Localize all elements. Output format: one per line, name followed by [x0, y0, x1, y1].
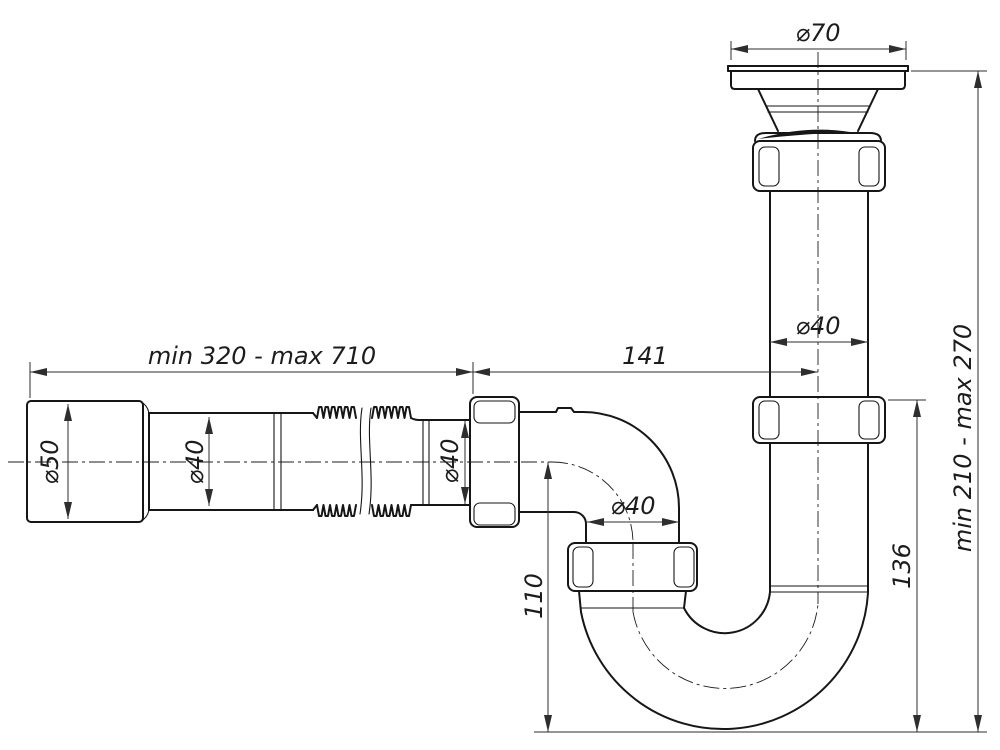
elbow — [518, 407, 680, 544]
dim-label-hose-outlet-diameter: ⌀40 — [436, 439, 464, 484]
dim-vertical-range — [911, 70, 987, 732]
u-bend-right-leg — [769, 442, 869, 593]
siphon-outline — [26, 65, 909, 731]
standpipe-slip-nut — [752, 396, 886, 444]
elbow-slip-nut — [469, 396, 520, 528]
dim-label-inlet-cuff-diameter: ⌀50 — [36, 440, 64, 485]
flange-gasket — [758, 129, 850, 139]
dimension-labels: ⌀70 min 320 - max 710 141 ⌀40 ⌀40 ⌀50 ⌀4… — [36, 19, 977, 619]
dim-label-trap-depth: 110 — [520, 573, 548, 619]
dimension-lines — [29, 41, 987, 733]
hose-break-lines — [359, 407, 372, 515]
dim-right-leg-height — [888, 399, 926, 732]
inlet-cuff — [26, 400, 150, 523]
hose-tube — [148, 412, 318, 511]
dim-label-elbow-diameter: ⌀40 — [611, 492, 656, 520]
dimension-arrowheads — [30, 45, 982, 732]
dim-flange-diameter — [730, 41, 907, 60]
dim-horizontal-range — [29, 362, 474, 398]
dim-label-hose-diameter: ⌀40 — [181, 440, 209, 485]
standpipe — [769, 190, 869, 398]
u-bend-inlet-nut — [567, 542, 698, 592]
u-bend — [578, 590, 869, 731]
dim-label-vertical-range: min 210 - max 270 — [949, 324, 977, 552]
dim-label-right-leg-height: 136 — [888, 543, 916, 589]
top-slip-nut — [752, 140, 886, 192]
dim-label-horizontal-range: min 320 - max 710 — [148, 342, 376, 370]
dim-label-horizontal-offset: 141 — [622, 342, 668, 370]
centerlines — [8, 52, 819, 689]
hose-corrugation — [316, 406, 412, 517]
drain-flange — [727, 65, 909, 142]
hose-outlet — [410, 417, 471, 506]
dim-label-standpipe-diameter: ⌀40 — [796, 312, 841, 340]
dim-label-flange-diameter: ⌀70 — [796, 19, 841, 47]
